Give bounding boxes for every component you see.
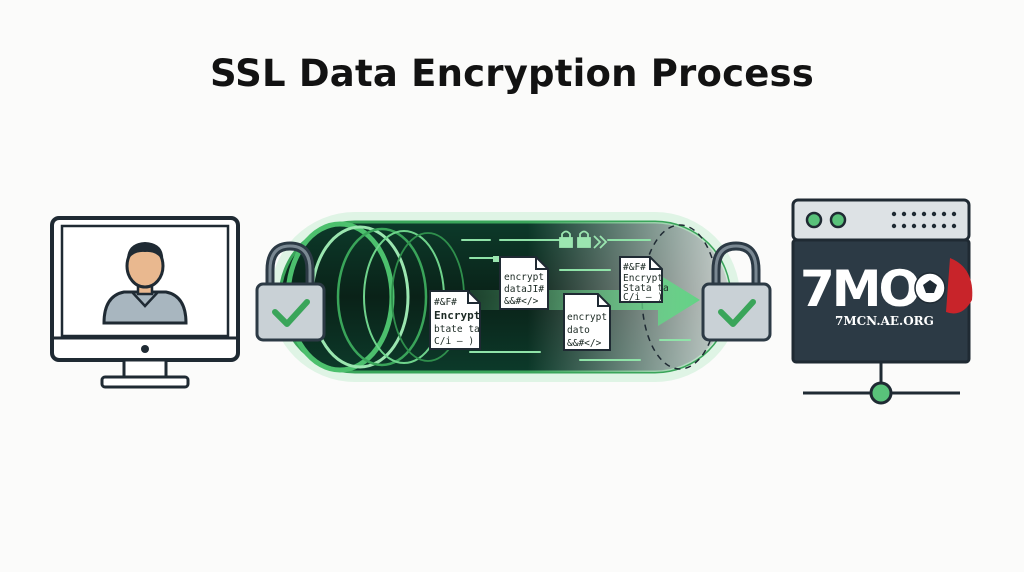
encrypted-document: encrypt dataJI# &&#</> bbox=[499, 256, 549, 310]
encrypted-document: #&F# Encrypt btate ta C/i — ) bbox=[429, 290, 481, 350]
doc-line: dato bbox=[567, 325, 590, 336]
server-logo: 7MO bbox=[800, 260, 919, 318]
server: 7MO 7MCN.AE.ORG bbox=[791, 198, 973, 405]
check-icon bbox=[718, 299, 756, 327]
encryption-tunnel: #&F# Encrypt btate ta C/i — ) encrypt da… bbox=[270, 212, 740, 382]
encrypted-document: encrypt dato &&#</> bbox=[563, 293, 611, 351]
network-node bbox=[869, 381, 893, 405]
doc-line: btate ta bbox=[434, 324, 480, 335]
server-led bbox=[805, 211, 823, 229]
doc-line: #&F# bbox=[623, 262, 646, 273]
doc-line: #&F# bbox=[434, 297, 457, 308]
diagram-title: SSL Data Encryption Process bbox=[210, 52, 814, 95]
doc-line: C/i — ) bbox=[623, 292, 663, 303]
tunnel-ring bbox=[336, 227, 428, 367]
monitor-base bbox=[100, 375, 190, 389]
padlock-left bbox=[255, 241, 326, 342]
client-computer bbox=[50, 216, 240, 389]
padlock-body bbox=[701, 282, 772, 342]
soccer-ball-icon bbox=[914, 258, 973, 314]
doc-line: encrypt bbox=[504, 272, 544, 283]
doc-line: &&#</> bbox=[504, 296, 539, 307]
monitor-stand bbox=[122, 358, 168, 380]
padlock-right bbox=[701, 241, 772, 342]
doc-line: &&#</> bbox=[567, 338, 602, 349]
check-icon bbox=[272, 299, 310, 327]
doc-line: Encrypt bbox=[623, 273, 663, 284]
doc-line: encrypt bbox=[567, 312, 607, 323]
doc-line: Encrypt bbox=[434, 309, 480, 322]
doc-line: dataJI# bbox=[504, 284, 544, 295]
power-button bbox=[141, 345, 149, 353]
doc-line: C/i — ) bbox=[434, 336, 474, 347]
server-led bbox=[829, 211, 847, 229]
encrypted-document: #&F# Encrypt Stata ta C/i — ) bbox=[619, 256, 669, 303]
data-streaks bbox=[451, 239, 691, 361]
server-vent bbox=[891, 211, 957, 229]
server-site-label: 7MCN.AE.ORG bbox=[835, 314, 934, 328]
padlock-body bbox=[255, 282, 326, 342]
padlock-icon bbox=[559, 230, 608, 249]
doc-line: Stata ta bbox=[623, 283, 669, 294]
user-icon bbox=[102, 242, 188, 325]
